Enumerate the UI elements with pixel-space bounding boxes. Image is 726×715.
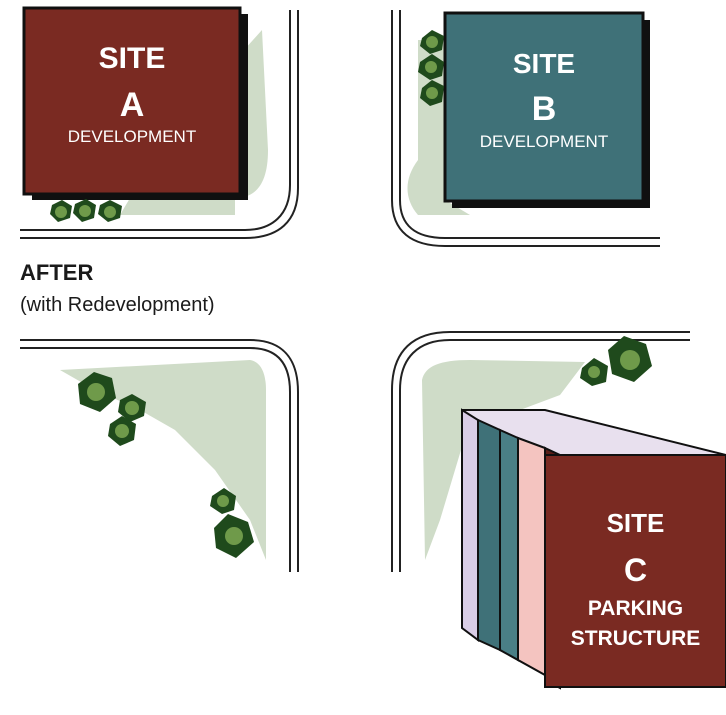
curb-nw [20,10,291,231]
tree-icon [608,336,652,382]
tree-icon [118,394,146,422]
tree-icon [214,514,254,558]
site-c-use-line1: PARKING [587,597,684,620]
site-c-use-line2: STRUCTURE [570,627,701,650]
tree-icon [210,488,236,514]
road-curbs [20,10,690,572]
site-c-heading: SITE [606,508,665,538]
curb-se [399,339,690,572]
site-a-block [22,6,242,196]
structure-lavender-face [461,408,479,642]
tree-icon [418,54,444,80]
caption-subtitle: (with Redevelopment) [20,294,215,316]
tree-icon [78,372,116,412]
tree-icon [50,200,72,222]
site-a [22,6,248,200]
curb-ne [399,10,660,239]
site-a-use: DEVELOPMENT [67,127,197,146]
tree-icon [98,200,122,222]
tree-icon [73,199,96,222]
landscape-sw [60,360,266,560]
site-b [443,11,650,208]
site-a-heading: SITE [98,42,166,75]
site-b-use: DEVELOPMENT [479,132,609,151]
structure-teal-face [477,418,501,652]
tree-icon [420,80,444,106]
site-b-heading: SITE [512,48,576,79]
site-b-letter: B [531,90,557,128]
tree-icon [420,30,444,54]
caption-title: AFTER [20,260,94,285]
tree-icon [580,358,608,386]
landscape-ne [407,40,470,215]
structure-pink-face [517,436,546,677]
site-c [461,408,726,690]
trees [50,30,652,558]
site-c-letter: C [623,552,648,588]
site-b-block [443,11,645,203]
site-c-block [544,454,726,688]
site-a-letter: A [119,86,145,124]
tree-icon [108,416,136,446]
curb-sw [20,339,299,572]
